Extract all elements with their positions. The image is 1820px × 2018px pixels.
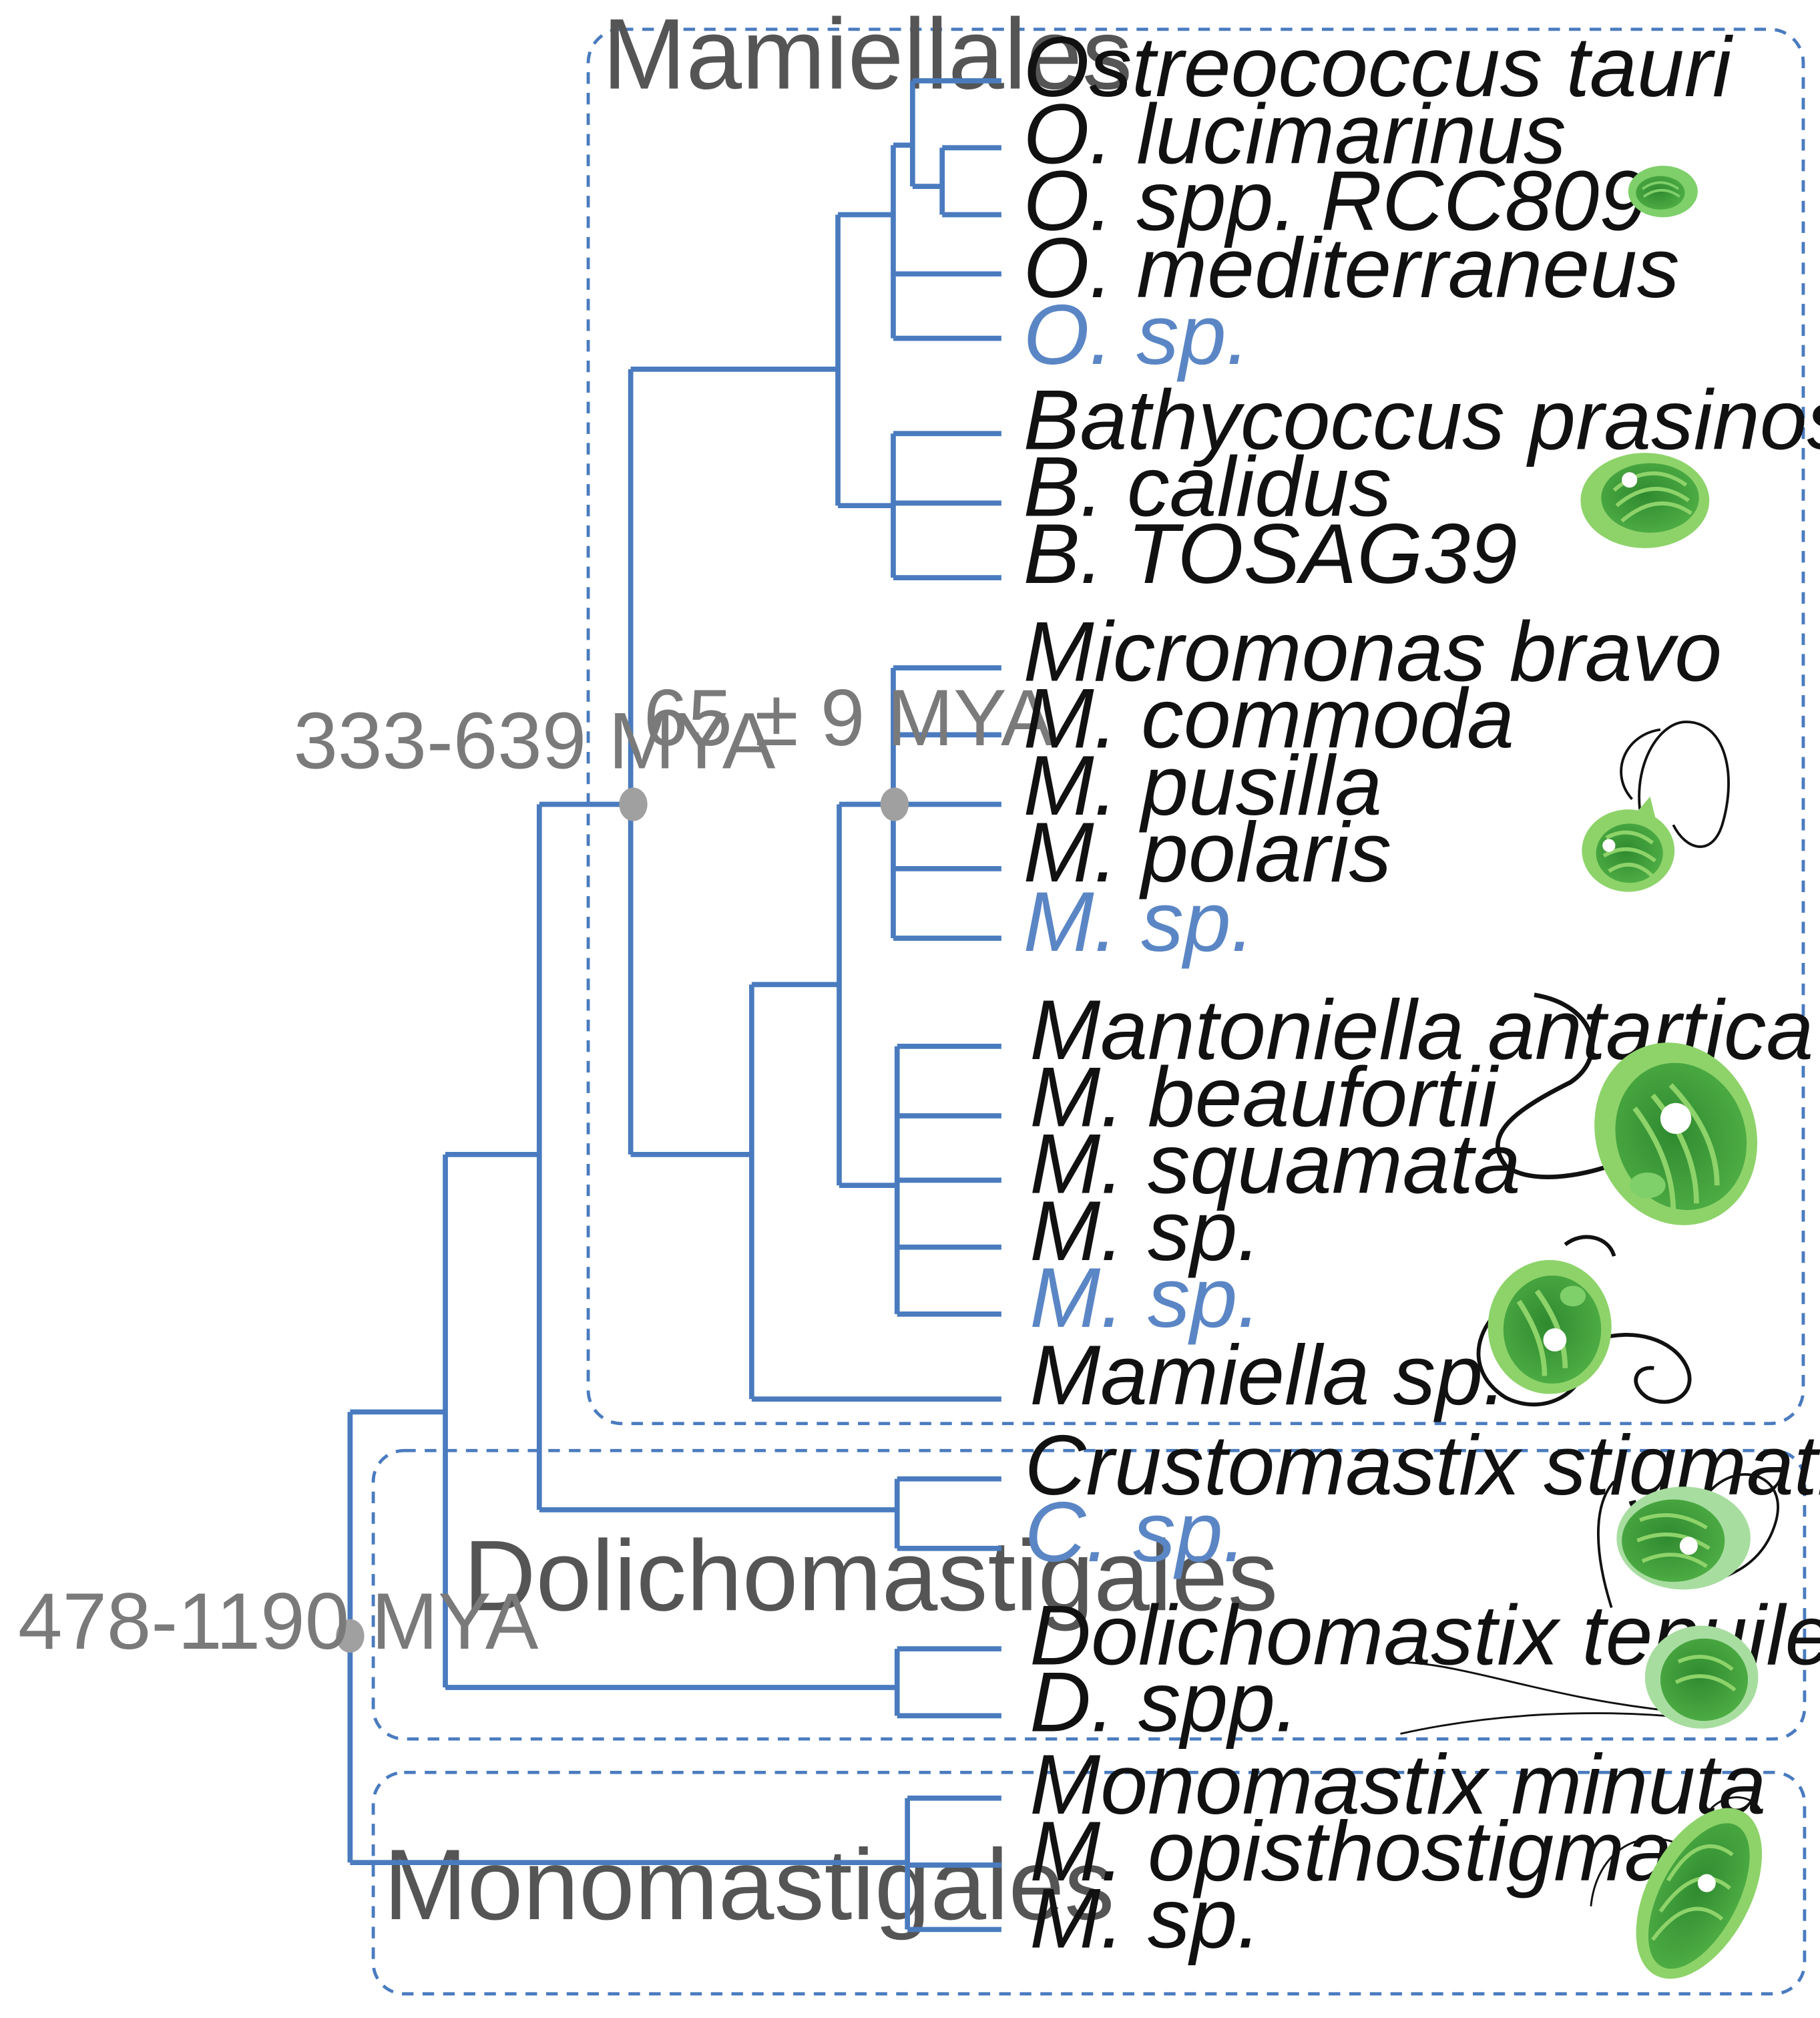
age-label-root: 478-1190 MYA	[18, 1577, 539, 1666]
taxon-label: O. mediterraneus	[1023, 220, 1680, 315]
group-label-monomastigales: Monomastigales	[384, 1828, 1115, 1941]
taxon-label: B. calidus	[1023, 439, 1392, 534]
taxon-label: Monomastix minuta	[1030, 1737, 1766, 1832]
taxon-label: M. sp.	[1030, 1250, 1261, 1345]
mantoniella-cell-illustration	[1496, 992, 1758, 1225]
tree-branches	[347, 78, 1001, 1933]
taxon-label: M. beaufortii	[1030, 1049, 1500, 1144]
dolichomastix-cell-illustration	[1390, 1625, 1759, 1735]
taxon-label: O. lucimarinus	[1023, 86, 1566, 181]
mamiellales-box	[586, 27, 1805, 1426]
taxon-label: Mamiella sp.	[1030, 1328, 1506, 1422]
taxon-label: M. sp.	[1030, 1870, 1261, 1965]
taxon-label: D. spp.	[1030, 1655, 1299, 1750]
dolichomastigales-box	[371, 1448, 1807, 1741]
node-root	[336, 1619, 365, 1653]
taxon-label: Ostreococcus tauri	[1023, 19, 1734, 114]
taxon-label: Micromonas bravo	[1023, 604, 1722, 698]
node-mamiellales-crown	[619, 787, 648, 821]
group-label-mamiellales: Mamiellales	[602, 0, 1132, 110]
group-label-dolichomastigales: Dolichomastigales	[463, 1519, 1278, 1631]
taxon-label: B. TOSAG39	[1023, 506, 1518, 601]
taxon-label: M. sp.	[1030, 1183, 1261, 1278]
age-label-micromonas: 65 ± 9 MYA	[644, 674, 1054, 763]
node-micromonas-crown	[880, 787, 909, 821]
mamiella-cell-illustration	[1476, 1235, 1692, 1407]
taxon-label: M. squamata	[1030, 1117, 1520, 1211]
age-label-mamiellales: 333-639 MYA	[294, 696, 776, 785]
taxon-label: M. sp.	[1023, 874, 1255, 969]
monomastix-cell-illustration	[1590, 1796, 1763, 1979]
taxon-label: O. sp.	[1023, 287, 1250, 382]
taxon-label: O. spp. RCC809	[1023, 154, 1646, 248]
micromonas-cell-illustration	[1582, 721, 1730, 892]
taxon-label: M. commoda	[1023, 671, 1514, 766]
taxon-label: M. polaris	[1023, 805, 1391, 899]
monomastigales-box	[371, 1770, 1807, 1996]
taxon-label: M. pusilla	[1023, 738, 1382, 833]
taxon-label: M. opisthostigma	[1030, 1804, 1672, 1898]
taxon-label: Bathycoccus prasinos	[1023, 372, 1820, 467]
bathycoccus-cell-illustration	[1580, 453, 1710, 548]
taxon-label: C. sp.	[1025, 1484, 1246, 1579]
ostreococcus-cell-illustration	[1628, 166, 1698, 218]
crustomastix-cell-illustration	[1596, 1473, 1779, 1609]
